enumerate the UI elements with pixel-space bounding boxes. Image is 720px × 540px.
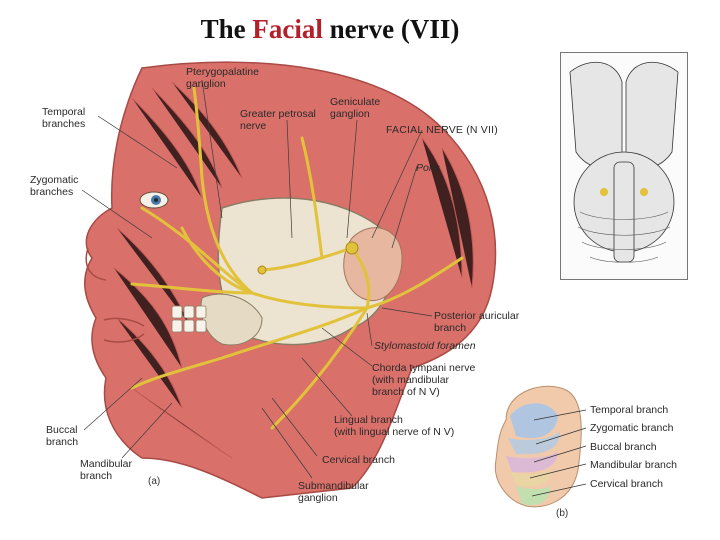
- label-pons: Pons: [416, 162, 440, 174]
- figure-b-tag: (b): [556, 508, 569, 519]
- label-greater-petrosal-nerve: Greater petrosal nerve: [240, 108, 316, 132]
- label-zygomatic-branches: Zygomatic branches: [30, 174, 79, 198]
- label-chorda-tympani-nerve: Chorda tympani nerve (with mandibular br…: [372, 362, 476, 398]
- label-buccal-branch: Buccal branch: [46, 424, 79, 448]
- label-pterygopalatine-ganglion: Pterygopalatine ganglion: [186, 66, 259, 90]
- label-geniculate-ganglion: Geniculate ganglion: [330, 96, 381, 120]
- branch-regions-illustration: [494, 385, 587, 508]
- figure-a-tag: (a): [148, 476, 161, 487]
- label-submandibular-ganglion: Submandibular ganglion: [298, 480, 369, 504]
- label-mandibular-branch: Mandibular branch: [80, 458, 132, 482]
- label-b-buccal: Buccal branch: [590, 441, 657, 453]
- label-cervical-branch: Cervical branch: [322, 454, 395, 466]
- label-lingual-branch: Lingual branch (with lingual nerve of N …: [334, 414, 455, 438]
- title-prefix: The: [200, 14, 253, 44]
- label-stylomastoid-foramen: Stylomastoid foramen: [374, 340, 476, 352]
- label-b-zygomatic: Zygomatic branch: [590, 422, 674, 434]
- label-temporal-branches: Temporal branches: [42, 106, 86, 130]
- label-b-temporal: Temporal branch: [590, 404, 669, 416]
- lateral-head-illustration: [81, 61, 497, 499]
- label-posterior-auricular-branch: Posterior auricular branch: [434, 310, 520, 334]
- label-b-cervical: Cervical branch: [590, 478, 663, 490]
- title-suffix: nerve (VII): [322, 14, 460, 44]
- brainstem-inset: [560, 52, 688, 280]
- label-facial-nerve: FACIAL NERVE (N VII): [386, 124, 498, 136]
- label-b-mandibular: Mandibular branch: [590, 459, 677, 471]
- title-accent: Facial: [252, 14, 323, 44]
- slide-title: The Facial nerve (VII): [0, 14, 660, 45]
